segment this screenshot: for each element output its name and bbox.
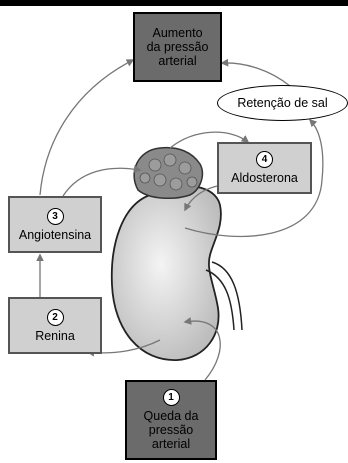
pressure-drop-line-1: Queda da [144, 409, 199, 423]
aldosterone-box: 4 Aldosterona [217, 142, 312, 194]
step-4-badge: 4 [256, 151, 273, 168]
angiotensin-box: 3 Angiotensina [8, 196, 102, 253]
renin-box: 2 Renina [8, 297, 102, 354]
salt-retention-oval: Retenção de sal [217, 85, 348, 121]
step-3-badge: 3 [47, 208, 64, 225]
aldosterone-label: Aldosterona [231, 171, 298, 185]
salt-retention-label: Retenção de sal [237, 96, 327, 110]
pressure-increase-line-1: Aumento [152, 26, 202, 40]
pressure-drop-line-2: pressão [149, 423, 193, 437]
renin-label: Renina [35, 329, 75, 343]
pressure-drop-box: 1 Queda da pressão arterial [125, 380, 217, 460]
kidney-illustration [112, 186, 221, 360]
step-2-badge: 2 [47, 309, 64, 326]
pressure-drop-line-3: arterial [152, 437, 190, 451]
pressure-increase-box: Aumento da pressão arterial [133, 12, 222, 82]
pressure-increase-line-3: arterial [158, 54, 196, 68]
arrow-angiotensina-to-adrenal [63, 168, 140, 196]
step-1-badge: 1 [163, 389, 180, 406]
arrow-salt-to-pressure [222, 63, 290, 86]
angiotensin-label: Angiotensina [19, 228, 91, 242]
pressure-increase-line-2: da pressão [147, 40, 209, 54]
